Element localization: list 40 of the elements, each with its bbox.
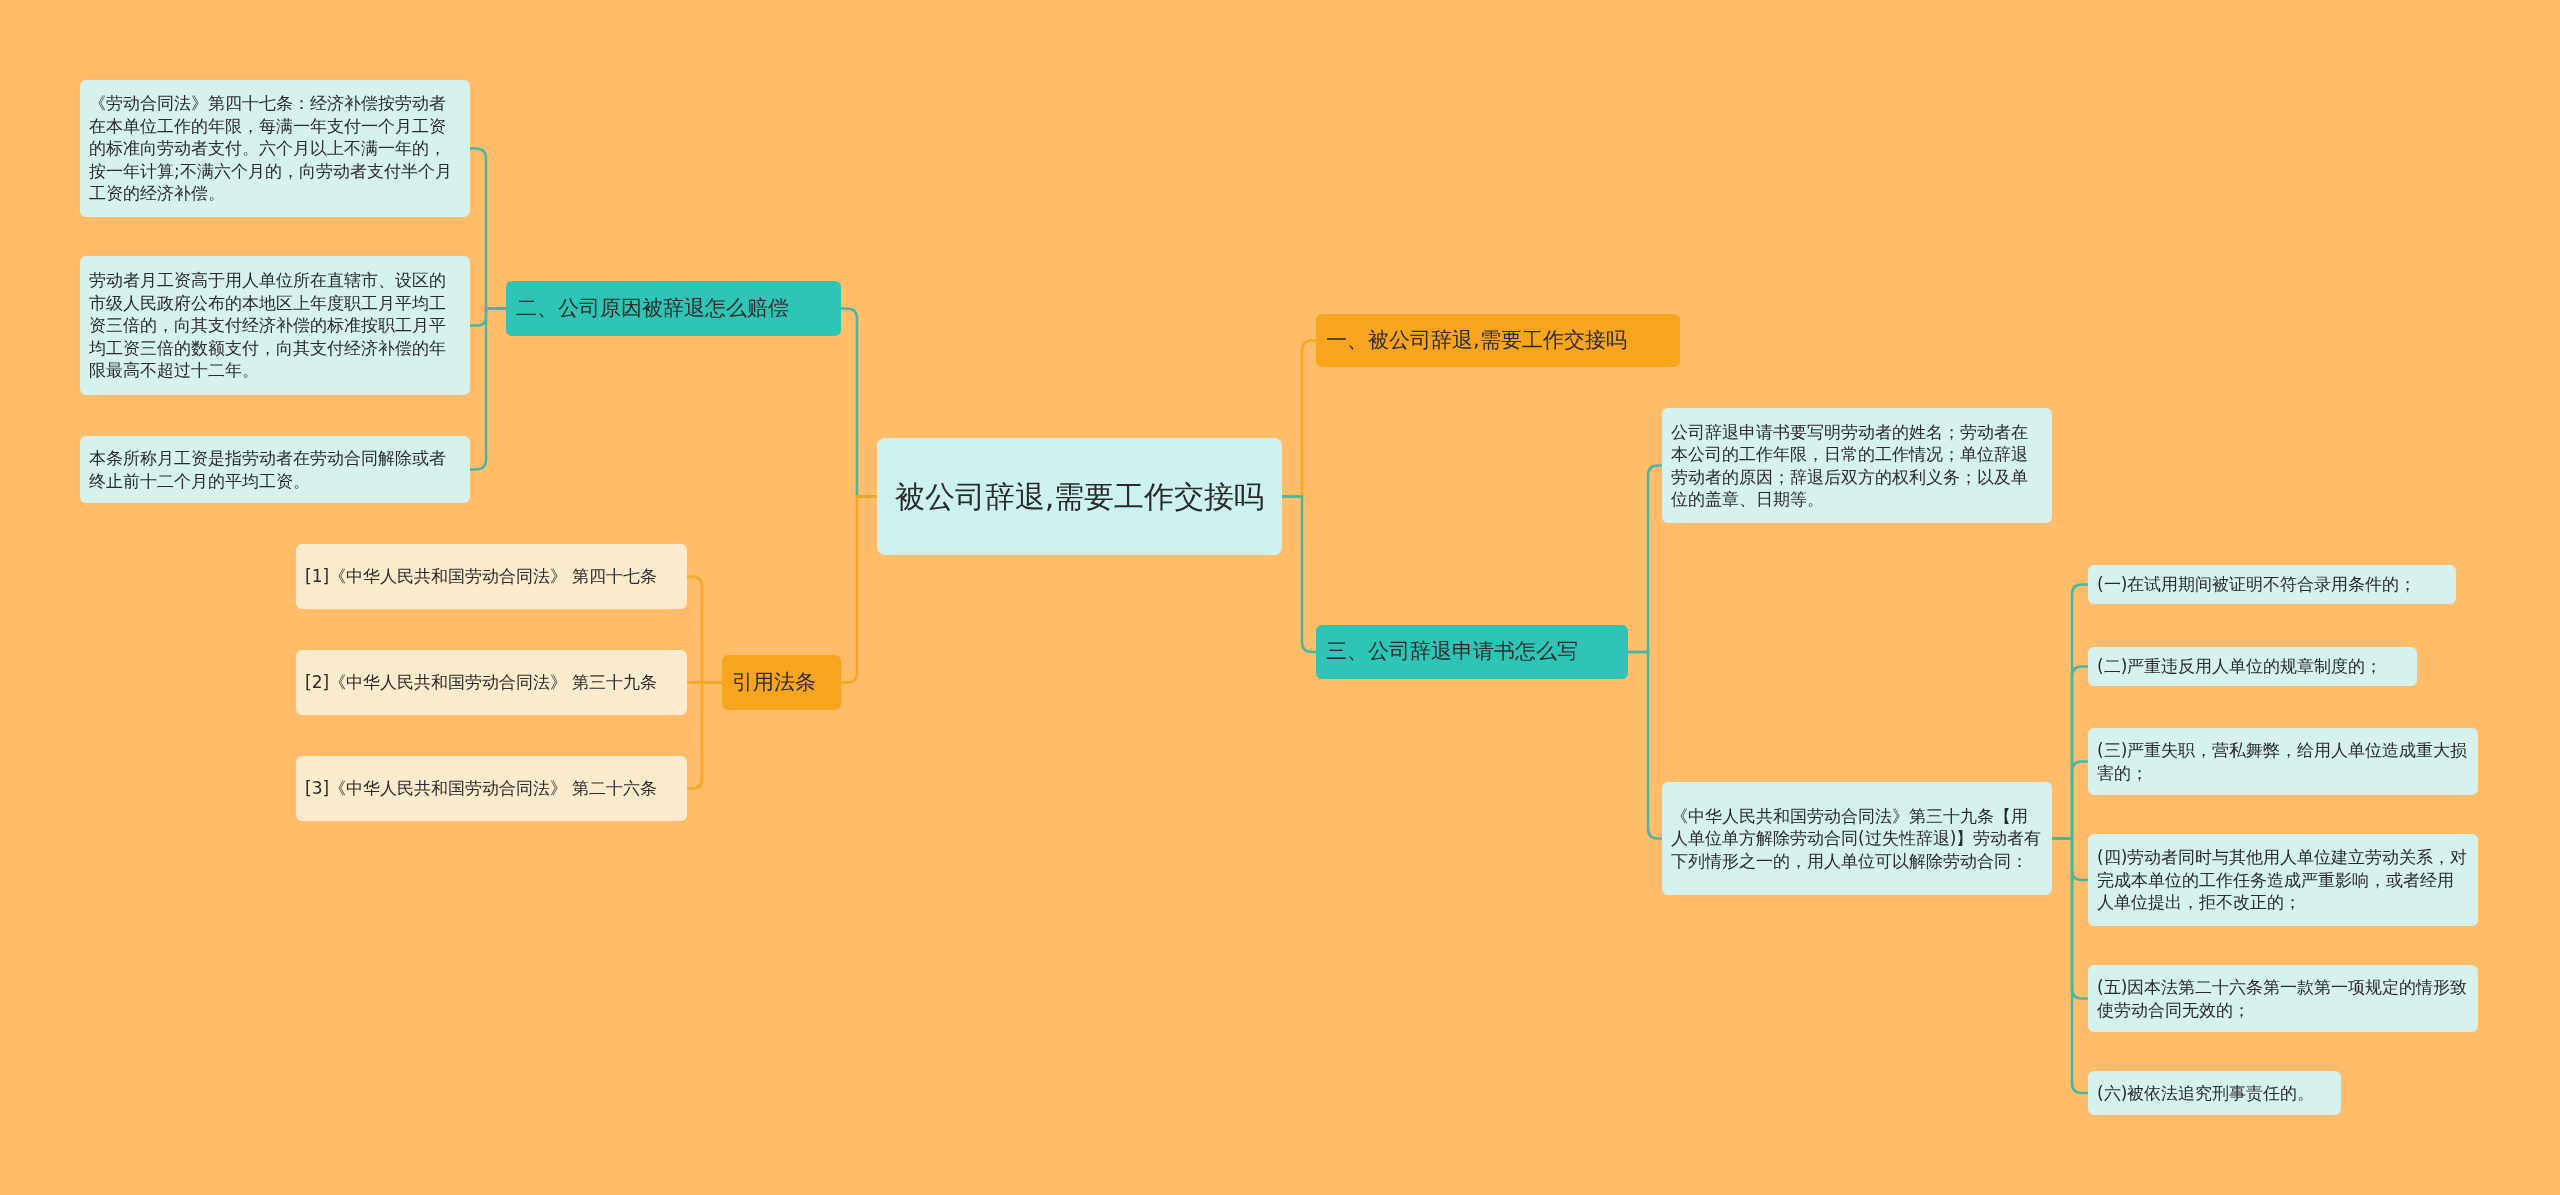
topic-text: (二)严重违反用人单位的规章制度的； <box>2097 655 2383 678</box>
branch-topic <box>1316 625 1628 679</box>
topic-text: [2]《中华人民共和国劳动合同法》 第三十九条 <box>305 671 658 694</box>
branch-topic <box>506 281 841 336</box>
topic-text: (三)严重失职，营私舞弊，给用人单位造成重大损害的； <box>2097 739 2469 784</box>
note-card <box>2088 565 2456 604</box>
topic-text: 一、被公司辞退,需要工作交接吗 <box>1326 326 1627 354</box>
topic-text: 三、公司辞退申请书怎么写 <box>1326 638 1578 666</box>
topic-text: (一)在试用期间被证明不符合录用条件的； <box>2097 573 2417 596</box>
topic-text: 引用法条 <box>732 668 816 696</box>
note-card <box>2088 834 2478 926</box>
note-card <box>2088 728 2478 795</box>
connector-line <box>1282 495 1316 654</box>
note-card <box>80 436 470 503</box>
topic-text: (六)被依法追究刑事责任的。 <box>2097 1081 2315 1105</box>
note-card <box>2088 647 2417 686</box>
note-card <box>296 544 687 609</box>
topic-text: 被公司辞退,需要工作交接吗 <box>894 477 1265 516</box>
topic-text: [3]《中华人民共和国劳动合同法》 第二十六条 <box>305 777 658 800</box>
topic-text: 劳动者月工资高于用人单位所在直辖市、设区的市级人民政府公布的本地区上年度职工月平均工资三倍的，向其支付经济补偿的标准按职工月平均工资三倍的数额支付，向其支付经济补偿的年限最高不超过十二年。 <box>89 269 447 382</box>
note-card <box>296 650 687 715</box>
topic-text: 《劳动合同法》第四十七条：经济补偿按劳动者在本单位工作的年限，每满一年支付一个月工资的标准向劳动者支付。六个月以上不满一年的，按一年计算;不满六个月的，向劳动者支付半个月工资的经济补偿。 <box>89 92 453 205</box>
topic-text: (五)因本法第二十六条第一款第一项规定的情形致使劳动合同无效的； <box>2097 976 2469 1021</box>
topic-text: 本条所称月工资是指劳动者在劳动合同解除或者终止前十二个月的平均工资。 <box>89 447 447 492</box>
central-topic <box>877 438 1282 555</box>
topic-text: 公司辞退申请书要写明劳动者的姓名；劳动者在本公司的工作年限，日常的工作情况；单位辞退劳动者的原因；辞退后双方的权利义务；以及单位的盖章、日期等。 <box>1671 420 2029 511</box>
topic-text: [1]《中华人民共和国劳动合同法》 第四十七条 <box>305 565 658 588</box>
branch-topic <box>722 655 841 710</box>
note-card <box>2088 965 2478 1032</box>
topic-text: 《中华人民共和国劳动合同法》第三十九条【用人单位单方解除劳动合同(过失性辞退)】劳动者有下列情形之一的，用人单位可以解除劳动合同： <box>1671 804 2043 873</box>
branch-topic <box>1316 314 1680 367</box>
note-card <box>296 756 687 821</box>
note-card <box>80 256 470 395</box>
topic-text: (四)劳动者同时与其他用人单位建立劳动关系，对完成本单位的工作任务造成严重影响，或者经用人单位提出，拒不改正的； <box>2097 846 2469 914</box>
note-card <box>80 80 470 217</box>
connector-line <box>1628 650 1662 840</box>
note-card <box>1662 408 2052 523</box>
note-card <box>1662 782 2052 895</box>
note-card <box>2088 1071 2341 1115</box>
topic-text: 二、公司原因被辞退怎么赔偿 <box>516 294 789 322</box>
